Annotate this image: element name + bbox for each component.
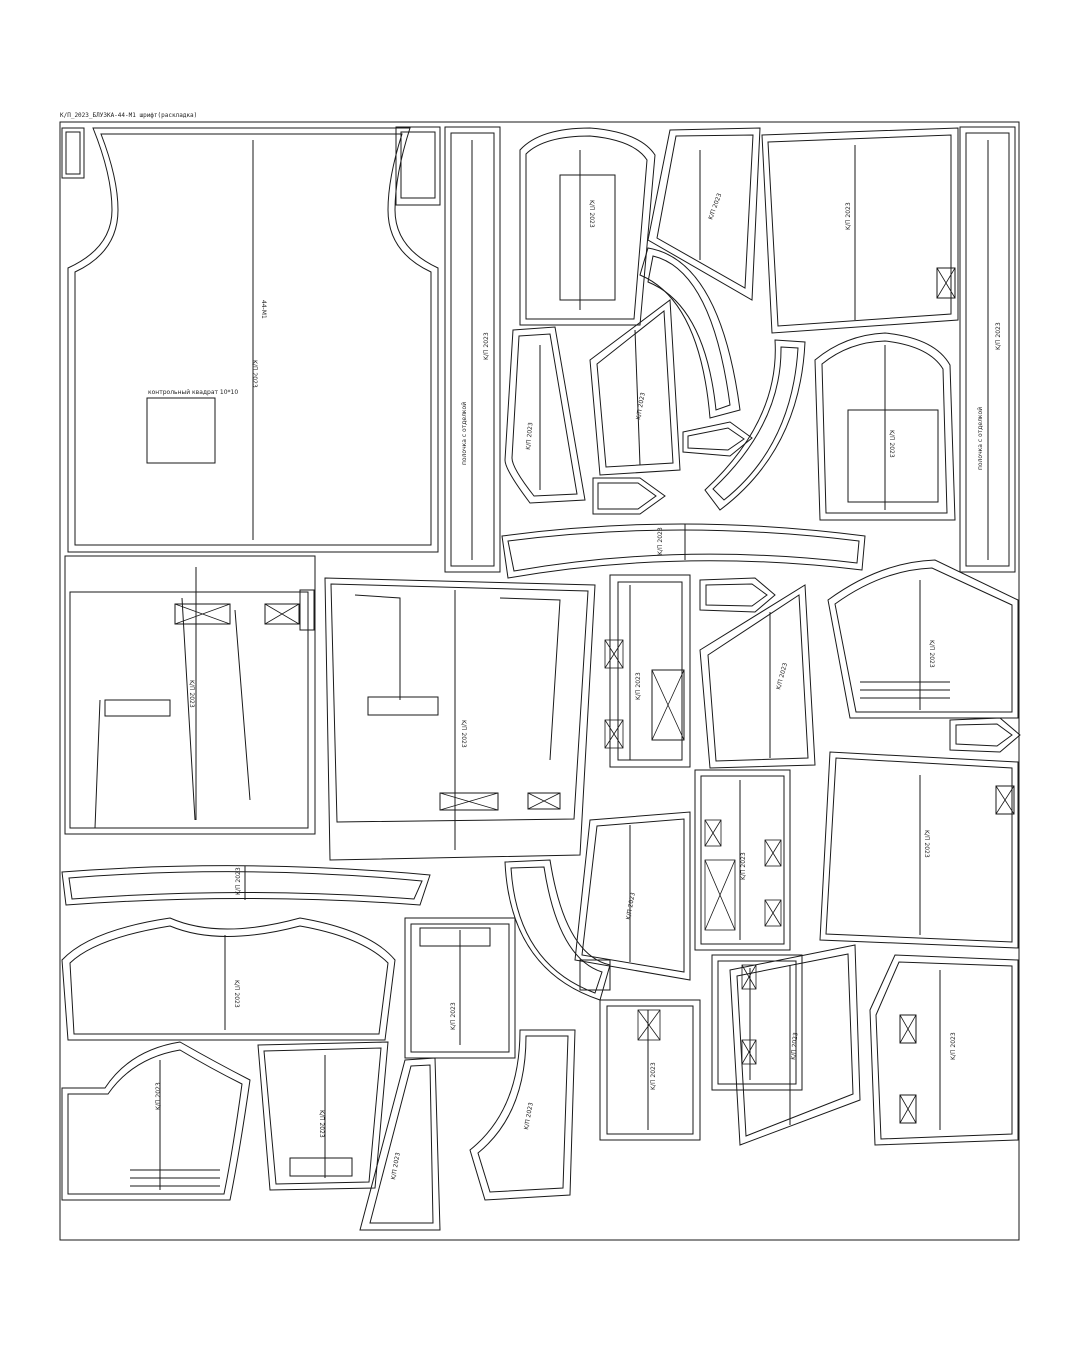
pattern-piece-strip-1 xyxy=(444,126,501,573)
label-upper-mid: K/П 2023 xyxy=(707,192,723,221)
pattern-piece-upper-mid xyxy=(647,127,761,301)
pattern-piece-pocket-4 xyxy=(599,999,701,1141)
pattern-piece-notch-1 xyxy=(682,421,753,457)
pattern-piece-waistband-top xyxy=(501,523,866,579)
label-band-left: K/П 2023 xyxy=(235,867,242,895)
label-sleeve-2: K/П 2023 xyxy=(928,640,935,668)
pattern-piece-panel-lower-right xyxy=(819,751,1019,949)
pattern-piece-panel-right xyxy=(761,127,959,334)
pattern-piece-sleeve-2 xyxy=(827,559,1019,719)
pattern-piece-notch-3 xyxy=(699,577,776,613)
label-back: K/П 2023 xyxy=(251,360,258,388)
pattern-piece-side-left xyxy=(504,326,586,504)
pattern-piece-bottom-box xyxy=(257,1041,389,1191)
pattern-piece-center xyxy=(589,299,681,476)
pattern-piece-curve-right xyxy=(704,339,806,511)
label-shelf-2: полочка с отделкой xyxy=(977,407,984,470)
label-thin: K/П 2023 xyxy=(390,1152,402,1181)
label-cuff-left: K/П 2023 xyxy=(155,1082,162,1110)
pattern-piece-pocket-1 xyxy=(609,574,691,768)
pattern-piece-back xyxy=(67,127,439,553)
pattern-piece-cuff-left xyxy=(61,1041,251,1201)
cross-marks xyxy=(174,267,1015,1124)
sheet-frame xyxy=(59,121,1020,1241)
pattern-piece-diagonal xyxy=(574,811,691,981)
label-front-center: K/П 2023 xyxy=(460,720,467,748)
label-pocket-2: K/П 2023 xyxy=(740,852,747,880)
label-side-left: K/П 2023 xyxy=(525,422,534,450)
label-pocket-3: K/П 2023 xyxy=(450,1002,457,1030)
piece-labels: контрольный квадрат 10*10 полочка с отде… xyxy=(148,192,1002,1180)
pattern-piece-facing-2 xyxy=(504,859,611,1001)
label-lower-trap: K/П 2023 xyxy=(790,1032,799,1060)
pattern-piece-facing xyxy=(639,247,741,419)
label-waistband: K/П 2023 xyxy=(657,527,664,555)
label-strip-1: K/П 2023 xyxy=(483,332,490,360)
pattern-piece-pocket-5 xyxy=(711,954,803,1091)
pattern-piece-small-tl xyxy=(61,127,85,179)
label-pocket-4: K/П 2023 xyxy=(650,1062,657,1090)
label-sleeve-top: K/П 2023 xyxy=(588,200,595,228)
label-strip-2: K/П 2023 xyxy=(995,322,1002,350)
pattern-piece-band-left xyxy=(61,865,431,906)
pattern-piece-front-center xyxy=(324,577,596,861)
pattern-piece-sleeve-top xyxy=(519,127,656,326)
label-front-left: K/П 2023 xyxy=(188,680,195,708)
label-center: K/П 2023 xyxy=(635,392,647,421)
pattern-piece-tab xyxy=(395,126,441,206)
pattern-piece-sleeve-right xyxy=(814,332,956,521)
pattern-piece-notch-4 xyxy=(949,717,1021,753)
label-curve-bottom: K/П 2023 xyxy=(523,1102,535,1131)
pattern-piece-pocket-2 xyxy=(694,769,791,951)
pattern-piece-notch-2 xyxy=(592,477,666,515)
pattern-piece-thin xyxy=(359,1057,441,1231)
pattern-piece-strip-2 xyxy=(959,126,1016,573)
label-control-square: контрольный квадрат 10*10 xyxy=(148,389,238,396)
label-pocket-1: K/П 2023 xyxy=(635,672,642,700)
label-bottom-box: K/П 2023 xyxy=(318,1110,325,1138)
pattern-piece-pocket-3 xyxy=(404,917,516,1059)
pattern-piece-lower-right xyxy=(869,954,1019,1146)
label-back-size: 44-М1 xyxy=(260,300,267,319)
label-sleeve-right: K/П 2023 xyxy=(888,430,895,458)
pattern-piece-tab-2 xyxy=(579,959,611,991)
pattern-piece-front-left xyxy=(64,555,316,835)
label-panel-lower-right: K/П 2023 xyxy=(923,830,930,858)
label-panel-right: K/П 2023 xyxy=(845,202,852,230)
label-yoke: K/П 2023 xyxy=(775,662,789,691)
label-shelf: полочка с отделкой xyxy=(461,402,468,465)
label-diagonal: K/П 2023 xyxy=(625,892,637,921)
pattern-piece-sleeve-lower xyxy=(61,917,396,1041)
label-lower-right: K/П 2023 xyxy=(950,1032,957,1060)
pattern-piece-yoke xyxy=(699,584,816,769)
pattern-piece-lower-trap xyxy=(729,944,861,1146)
label-sleeve-lower: K/П 2023 xyxy=(233,980,240,1008)
pattern-piece-curve-bottom xyxy=(469,1029,576,1201)
pattern-piece-tab-3 xyxy=(299,589,315,631)
control-square xyxy=(146,397,216,464)
sheet-title: K/П_2023_БЛУЗКА-44-М1 шрифт(раскладка) xyxy=(60,112,198,119)
